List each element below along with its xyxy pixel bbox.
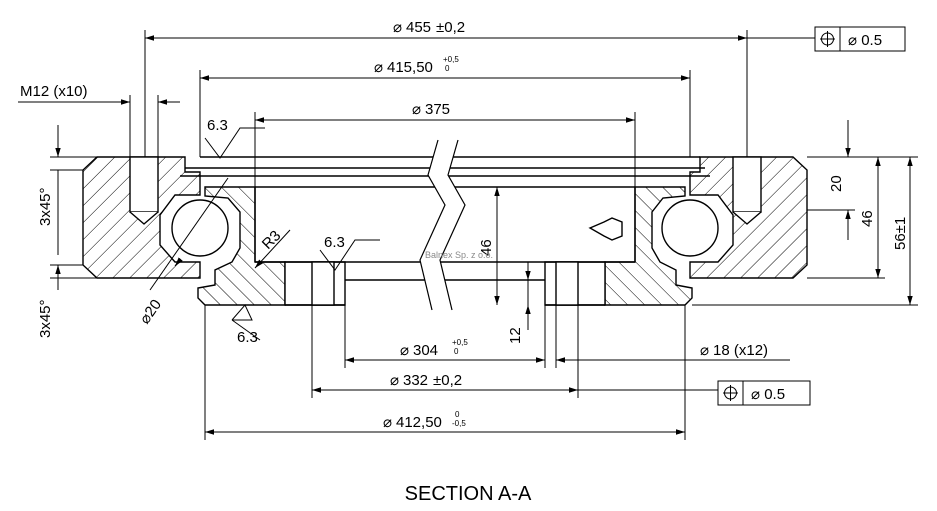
through-hole-right [555,261,579,306]
roughness-symbols [204,127,380,341]
through-hole-left [311,261,335,306]
part-section [82,156,808,306]
break-mark [419,139,466,311]
radius-label: R3 [259,227,285,253]
thread-label: M12 (x10) [20,83,88,100]
tolerance-frame-top [814,26,906,52]
section-title: SECTION A-A [405,483,532,505]
dim-d18-value: 18 (x12) [713,342,768,359]
height-46-right-label: 46 [859,210,876,227]
dim-d304-value: 304 [413,342,438,359]
ball-diameter-label: ⌀20 [136,296,165,327]
dim-d18-symbol: ⌀ [700,342,709,359]
thread-hole-left [129,156,159,213]
dim-d415-tol-upper: +0,5 [443,55,459,64]
dim-d415-tol-lower: 0 [445,64,450,73]
height-12-label: 12 [507,327,524,344]
thread-hole-right [732,156,762,213]
roughness-mid-label: 6.3 [324,234,345,251]
ball-right [661,199,719,257]
dim-d304-tol-lower: 0 [454,347,459,356]
dim-d412-symbol: ⌀ [383,414,392,431]
height-56-label: 56±1 [892,217,909,250]
chamfer-top-label: 3x45° [37,187,54,226]
roughness-top-label: 6.3 [207,117,228,134]
dim-d412-tol-upper: 0 [455,410,460,419]
dim-d375-symbol: ⌀ [412,101,421,118]
tolerance-frame-bottom [717,380,811,406]
tolerance-frame-top-zone: ⌀ 0.5 [848,32,882,49]
dim-d415-value: 415,50 [387,59,433,76]
dim-d332-tol: ±0,2 [433,372,462,389]
dim-d415-symbol: ⌀ [374,59,383,76]
dim-d375-value: 375 [425,101,450,118]
watermark-text: Balnex Sp. z o.o. [425,250,493,260]
height-46-center-label: 46 [478,239,495,256]
ball-left [171,199,229,257]
dim-d455-value: 455 [406,19,431,36]
dim-d304-symbol: ⌀ [400,342,409,359]
dim-d455-tol: ±0,2 [436,19,465,36]
dim-d455-symbol: ⌀ [393,19,402,36]
chamfer-bottom-label: 3x45° [37,299,54,338]
dim-d332-symbol: ⌀ [390,372,399,389]
dimension-lines [18,30,918,440]
tolerance-frame-bottom-zone: ⌀ 0.5 [751,386,785,403]
dim-d332-value: 332 [403,372,428,389]
grease-nipple [588,217,623,241]
height-20-label: 20 [828,175,845,192]
roughness-bottom-label: 6.3 [237,329,258,346]
dim-d412-tol-lower: -0,5 [452,419,466,428]
dim-d412-value: 412,50 [396,414,442,431]
dim-d304-tol-upper: +0,5 [452,338,468,347]
